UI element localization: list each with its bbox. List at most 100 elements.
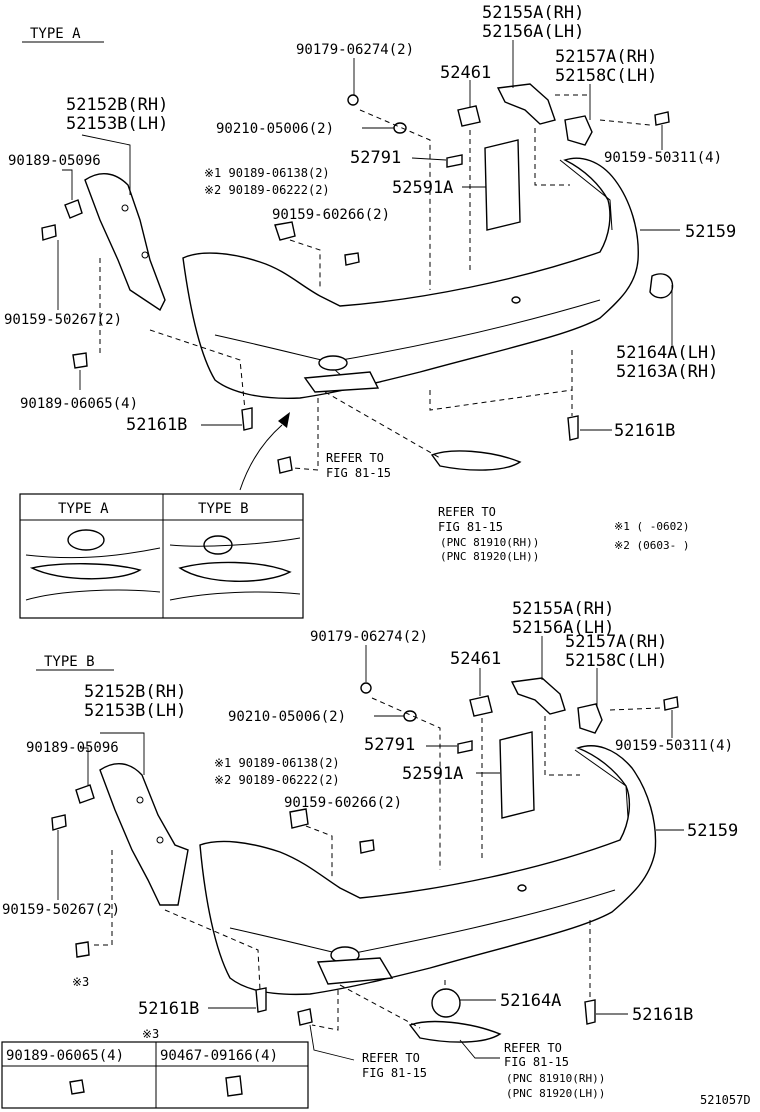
bracket-hole — [121, 204, 129, 212]
clip-90189-05096 — [75, 784, 95, 804]
screw-52791 — [446, 154, 463, 168]
label-refer-2b: FIG 81-15 — [438, 520, 503, 534]
detail-type-a-label: TYPE A — [58, 501, 109, 517]
label-90210: 90210-05006(2) — [216, 121, 334, 137]
label-52158c: 52158C(LH) — [565, 651, 667, 671]
screw-refer-a — [277, 456, 293, 474]
label-52157a: 52157A(RH) — [565, 632, 667, 652]
type-a-section: TYPE A — [4, 3, 736, 619]
clip-table — [1, 1041, 309, 1109]
label-refer-1b: FIG 81-15 — [362, 1066, 427, 1080]
label-90179: 90179-06274(2) — [296, 42, 414, 58]
label-52164a: 52164A(LH) — [616, 343, 718, 363]
label-52152b: 52152B(RH) — [84, 682, 186, 702]
bracket-hole — [141, 251, 149, 259]
nut-90179 — [360, 682, 372, 694]
side-retainer — [577, 703, 603, 734]
label-refer-2a: REFER TO — [438, 505, 496, 519]
reflector-slot — [303, 371, 380, 393]
bumper-top-edge — [559, 159, 613, 231]
assembly-line — [164, 909, 261, 991]
label-52591a: 52591A — [392, 178, 453, 198]
assembly-line — [311, 990, 339, 1031]
spacer-52461 — [457, 105, 481, 127]
screw-90159-50311 — [663, 696, 679, 711]
detail-type-b-label: TYPE B — [198, 501, 249, 517]
screw-90159-60266 — [344, 252, 360, 266]
detail-a-lower — [25, 589, 161, 601]
figure-id: 521057D — [700, 1093, 751, 1107]
leader — [309, 1024, 355, 1061]
assembly-line — [92, 850, 113, 946]
label-52461: 52461 — [450, 649, 501, 669]
clip-52161b-left — [241, 407, 253, 431]
assembly-line — [339, 984, 421, 1029]
pad-52591a — [499, 731, 535, 819]
assembly-line — [149, 329, 246, 411]
type-b-title: TYPE B — [44, 654, 95, 670]
label-pnc-1: (PNC 81910(RH)) — [440, 536, 539, 549]
assembly-line — [534, 128, 570, 186]
label-52461: 52461 — [440, 63, 491, 83]
spacer-52461 — [469, 695, 493, 717]
label-52159: 52159 — [685, 222, 736, 242]
label-pnc-1: (PNC 81910(RH)) — [506, 1072, 605, 1085]
label-refer-1b: FIG 81-15 — [326, 466, 391, 480]
plug-52164a — [649, 273, 674, 299]
detail-a-cover — [67, 529, 105, 551]
label-52161b-left: 52161B — [126, 415, 187, 435]
nut-90179 — [347, 94, 359, 106]
upper-retainer — [496, 83, 556, 125]
clip-table-icon-1 — [69, 1079, 85, 1095]
label-52153b: 52153B(LH) — [84, 701, 186, 721]
type-b-section: TYPE B — [1, 599, 751, 1109]
label-90189-06222: ※2 90189-06222(2) — [204, 183, 330, 197]
plug-52164a — [431, 988, 461, 1018]
tow-hook-cover — [318, 355, 348, 371]
screw-90159-60266 — [359, 839, 375, 854]
screw-52791 — [457, 740, 473, 754]
clip-mark3 — [75, 941, 90, 958]
label-52159: 52159 — [687, 821, 738, 841]
clip-90189-06138 — [289, 808, 309, 829]
label-52161b-right: 52161B — [614, 421, 675, 441]
reflector-a — [430, 450, 522, 471]
detail-a-edge — [25, 547, 161, 559]
label-pnc-2: (PNC 81920(LH)) — [440, 550, 539, 563]
label-52163a: 52163A(RH) — [616, 362, 718, 382]
label-90189-05096: 90189-05096 — [8, 153, 101, 169]
detail-arrowhead — [278, 412, 290, 428]
assembly-line — [599, 119, 651, 126]
label-pnc-2: (PNC 81920(LH)) — [506, 1087, 605, 1100]
label-refer-2b: FIG 81-15 — [504, 1055, 569, 1069]
label-90189-06065: 90189-06065(4) — [20, 396, 138, 412]
label-note-2: ※2 (0603- ) — [614, 539, 689, 552]
leader — [81, 134, 131, 195]
label-90189-06138: ※1 90189-06138(2) — [204, 166, 330, 180]
side-bracket — [99, 763, 189, 906]
leader — [411, 157, 447, 161]
leader — [80, 747, 89, 785]
label-90159-60266: 90159-60266(2) — [272, 207, 390, 223]
label-refer-1a: REFER TO — [362, 1051, 420, 1065]
label-mark3: ※3 — [72, 975, 89, 989]
label-52157a: 52157A(RH) — [555, 47, 657, 67]
clip-52161b-left — [255, 987, 267, 1013]
label-90159-50267: 90159-50267(2) — [2, 902, 120, 918]
bumper-cover — [199, 745, 657, 996]
label-90159-50311: 90159-50311(4) — [604, 150, 722, 166]
label-52791: 52791 — [350, 148, 401, 168]
bumper-crease — [229, 889, 616, 956]
detail-arrow — [239, 424, 283, 491]
label-52161b-left: 52161B — [138, 999, 199, 1019]
washer-90210 — [393, 122, 407, 134]
clip-52161b-right — [567, 415, 579, 441]
label-52152b: 52152B(RH) — [66, 95, 168, 115]
label-90179: 90179-06274(2) — [310, 629, 428, 645]
label-52161b-right: 52161B — [632, 1005, 693, 1025]
detail-b-edge — [169, 537, 301, 547]
reflector-b — [408, 1020, 502, 1043]
detail-b-reflector — [178, 561, 292, 582]
label-90159-60266: 90159-60266(2) — [284, 795, 402, 811]
